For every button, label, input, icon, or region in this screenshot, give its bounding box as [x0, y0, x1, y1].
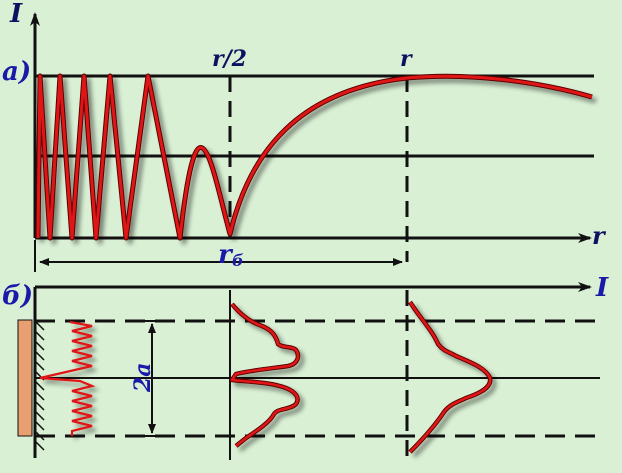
panel-a-x-axis-label: r — [592, 221, 607, 250]
profiles-group — [39, 300, 493, 454]
hatch-stroke — [35, 391, 45, 401]
hatch-stroke — [35, 351, 45, 361]
profile-full — [408, 301, 492, 453]
marker-half-label: r/2 — [212, 46, 247, 72]
near-field-profile — [39, 320, 96, 436]
panel-b: б) I 2a — [2, 273, 609, 460]
hatch-stroke — [35, 331, 45, 341]
hatch-stroke — [35, 441, 45, 451]
hatch-stroke — [35, 421, 45, 431]
panel-a: a) I r r/2 r r б — [2, 0, 607, 272]
aperture-label: 2a — [130, 362, 156, 393]
hatch-stroke — [35, 411, 45, 421]
distance-subscript: б — [232, 251, 244, 270]
hatch-stroke — [35, 401, 45, 411]
hatch-stroke — [35, 361, 45, 371]
panel-b-label: б) — [2, 281, 33, 311]
hatch-stroke — [35, 321, 45, 331]
screen-plate — [17, 319, 33, 437]
profile-half — [230, 303, 300, 448]
hatch-stroke — [35, 341, 45, 351]
marker-full-label: r — [400, 46, 413, 72]
intensity-curve — [36, 74, 593, 240]
hatch-stroke — [35, 381, 45, 391]
panel-a-label: a) — [2, 57, 31, 87]
panel-b-x-axis-label: I — [595, 273, 609, 303]
intensity-curve-group — [35, 73, 593, 241]
panel-a-y-axis-label: I — [9, 0, 23, 29]
distance-label: r — [218, 240, 234, 270]
screen-hatching — [35, 321, 45, 451]
